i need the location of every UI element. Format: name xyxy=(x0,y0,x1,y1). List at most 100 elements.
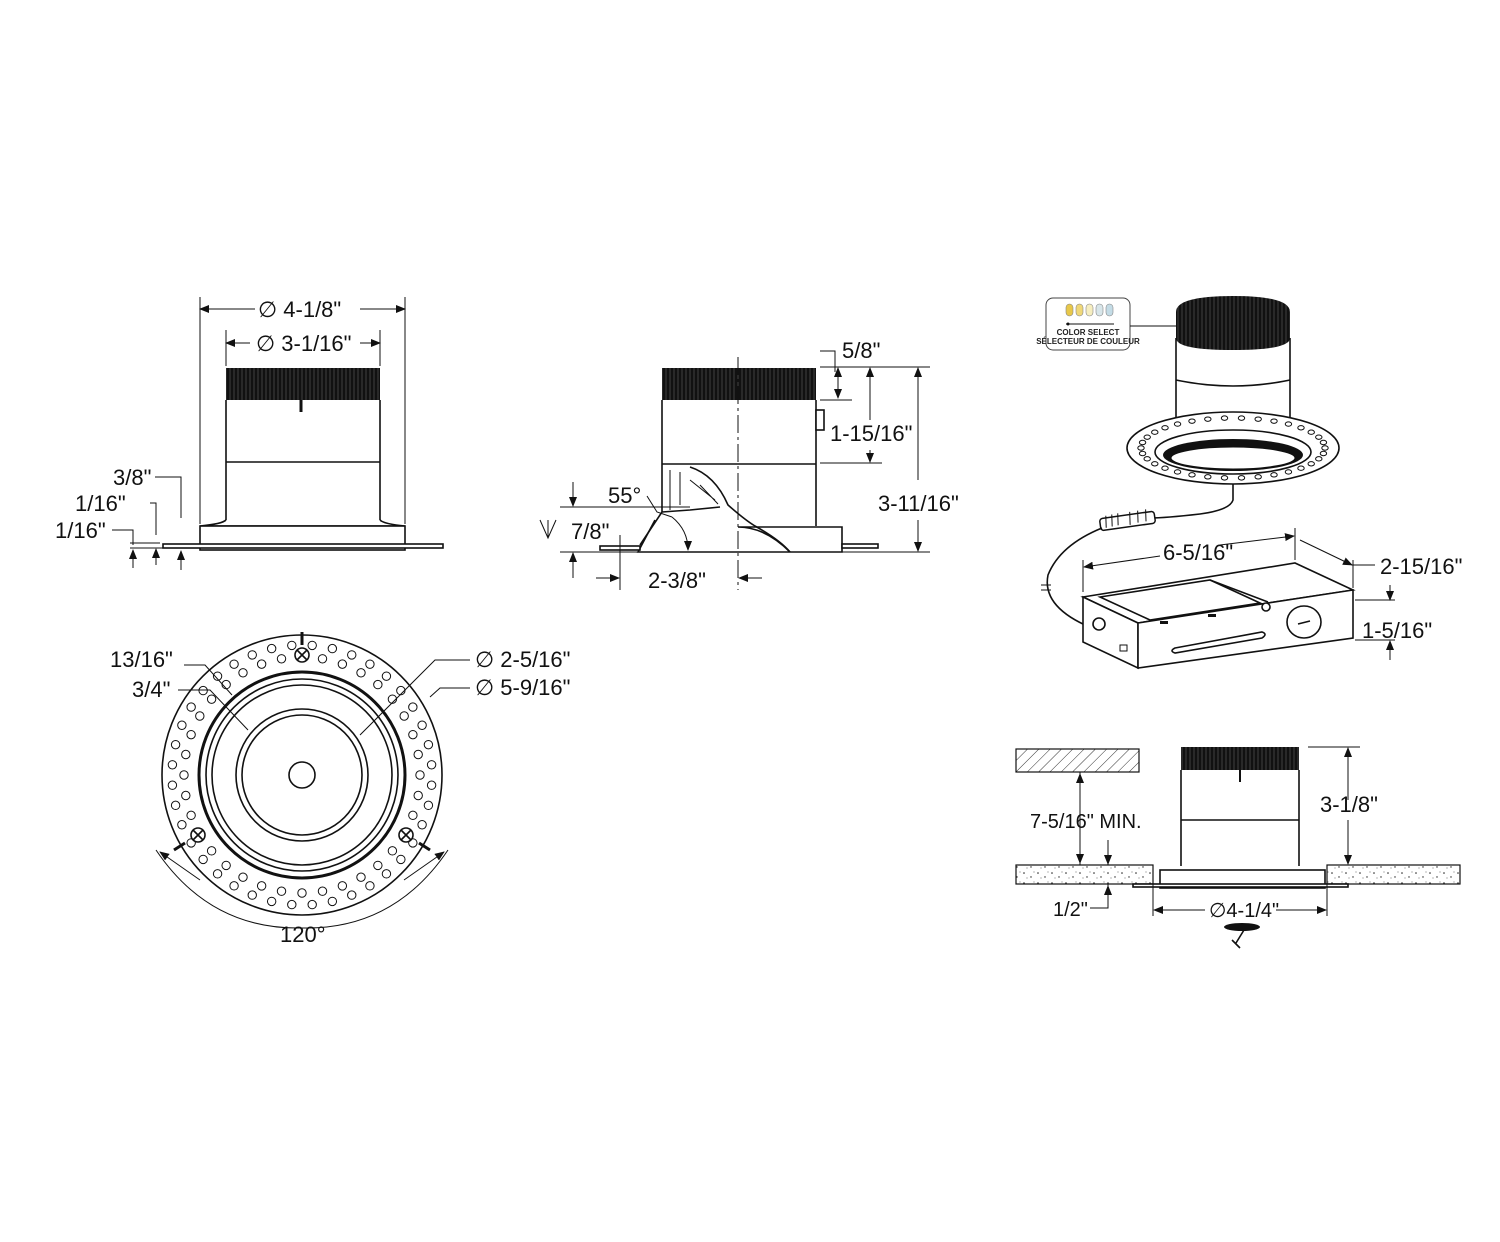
screw-angle-label: 120° xyxy=(280,922,326,947)
trim-hole xyxy=(426,780,437,790)
joist xyxy=(1015,748,1140,773)
trim-hole xyxy=(1137,445,1145,451)
trim-hole xyxy=(256,881,267,891)
trim-hole xyxy=(408,729,418,740)
trim-hole xyxy=(1173,469,1182,475)
trim-hole xyxy=(1143,456,1151,462)
trim-hole xyxy=(247,890,257,900)
color-select-callout: COLOR SELECT SÉLECTEUR DE COULEUR xyxy=(1036,297,1176,351)
color-swatch xyxy=(1075,303,1084,317)
trim-hole xyxy=(317,654,328,664)
trim-hole xyxy=(276,654,287,664)
trim-hole xyxy=(1307,461,1315,467)
trim-hole xyxy=(365,659,375,669)
side-view: ∅ 4-1/8" ∅ 3-1/16" 3/8" 1/16" 1/16" xyxy=(55,297,444,570)
trim-hole xyxy=(276,886,287,896)
mounting-screw-icon xyxy=(294,632,310,663)
section-view: 5/8" 1-15/16" 3-11/16" 55° 7/8" 2-3/8" xyxy=(539,338,959,593)
trim-hole xyxy=(1237,475,1246,481)
trim-hole xyxy=(206,694,217,704)
bottom-view: 13/16" 3/4" ∅ 2-5/16" ∅ 5-9/16" 120° xyxy=(110,632,570,947)
trim-hole xyxy=(387,694,398,704)
trim-hole xyxy=(423,739,434,750)
ceiling-thickness-label: 1/2" xyxy=(1053,899,1088,921)
color-select-label-fr: SÉLECTEUR DE COULEUR xyxy=(1036,337,1140,346)
trim-hole xyxy=(396,854,406,865)
trim-hole xyxy=(195,711,205,721)
trim-hole xyxy=(167,760,178,770)
trim-hole xyxy=(307,899,317,910)
trim-hole xyxy=(1220,475,1229,481)
trim-hole xyxy=(413,790,423,801)
outer-diameter-label: ∅ 4-1/8" xyxy=(258,297,341,322)
isometric-view: COLOR SELECT SÉLECTEUR DE COULEUR xyxy=(1036,296,1462,670)
trim-hole xyxy=(408,810,418,821)
drywall-left xyxy=(1015,864,1154,885)
trim-hole xyxy=(212,869,223,879)
drywall-right xyxy=(1326,864,1461,885)
installation-view: 3-1/8" 7-5/16" MIN. 1/2" ∅4-1/4" xyxy=(1015,746,1461,949)
trim-hole xyxy=(287,899,297,910)
trim-hole xyxy=(1138,439,1147,446)
trim-hole xyxy=(247,650,257,660)
rim-b-label: 3/4" xyxy=(132,677,170,702)
band-height-label: 5/8" xyxy=(842,338,880,363)
body-height-label: 1-15/16" xyxy=(830,421,912,446)
trim-hole xyxy=(266,896,277,907)
trim-hole xyxy=(381,869,392,879)
trim-hole xyxy=(1151,461,1159,467)
trim-hole xyxy=(1204,416,1212,422)
trim-hole xyxy=(1204,474,1212,480)
trim-hole xyxy=(1297,425,1305,431)
trim-hole xyxy=(266,643,277,654)
trim-hole xyxy=(1173,421,1182,427)
color-select-label: COLOR SELECT xyxy=(1057,328,1120,337)
trim-hole xyxy=(1270,472,1278,478)
recess-depth-label: 7/8" xyxy=(571,519,609,544)
trim-hole xyxy=(1284,421,1293,427)
trim-hole xyxy=(181,790,191,801)
trim-hole xyxy=(347,650,357,660)
trim-hole xyxy=(356,668,366,678)
trim-hole xyxy=(297,888,307,898)
trim-hole xyxy=(1321,445,1329,451)
rim-a-label: 13/16" xyxy=(110,647,173,672)
aperture-diameter-label: ∅ 2-5/16" xyxy=(475,647,570,672)
trim-hole xyxy=(417,820,427,830)
trim-hole xyxy=(423,800,434,811)
trim-hole xyxy=(1254,474,1262,480)
trim-hole xyxy=(1161,425,1169,431)
trim-hole xyxy=(1315,434,1323,440)
trim-hole xyxy=(238,668,248,678)
trim-hole xyxy=(181,749,191,760)
connector-icon xyxy=(1099,509,1156,532)
trim-hole xyxy=(1284,469,1293,475)
trim-hole xyxy=(408,702,418,712)
trim-hole xyxy=(426,760,437,770)
inner-diameter-label: ∅ 3-1/16" xyxy=(256,331,351,356)
trim-hole xyxy=(229,659,239,669)
trim-hole xyxy=(1143,434,1151,440)
trim-hole xyxy=(177,720,187,730)
trim-hole xyxy=(415,770,425,780)
trim-hole xyxy=(1270,418,1278,424)
box-width-label: 2-15/16" xyxy=(1380,554,1462,579)
mounting-screw-icon xyxy=(173,827,206,852)
box-length-label: 6-5/16" xyxy=(1163,540,1233,565)
color-swatch xyxy=(1065,303,1074,317)
trim-hole xyxy=(1319,439,1328,446)
trim-diameter-label: ∅ 5-9/16" xyxy=(475,675,570,700)
trim-hole xyxy=(417,720,427,730)
trim-hole xyxy=(1220,415,1229,421)
trim-hole xyxy=(347,890,357,900)
trim-hole xyxy=(381,671,392,681)
trim-hole xyxy=(337,659,348,669)
plate-offset-label: 1/16" xyxy=(75,491,126,516)
trim-hole xyxy=(317,886,328,896)
trim-hole xyxy=(387,846,398,856)
trim-hole xyxy=(186,729,196,740)
driver-box xyxy=(1080,562,1356,670)
trim-hole xyxy=(186,810,196,821)
trim-hole xyxy=(356,872,366,882)
